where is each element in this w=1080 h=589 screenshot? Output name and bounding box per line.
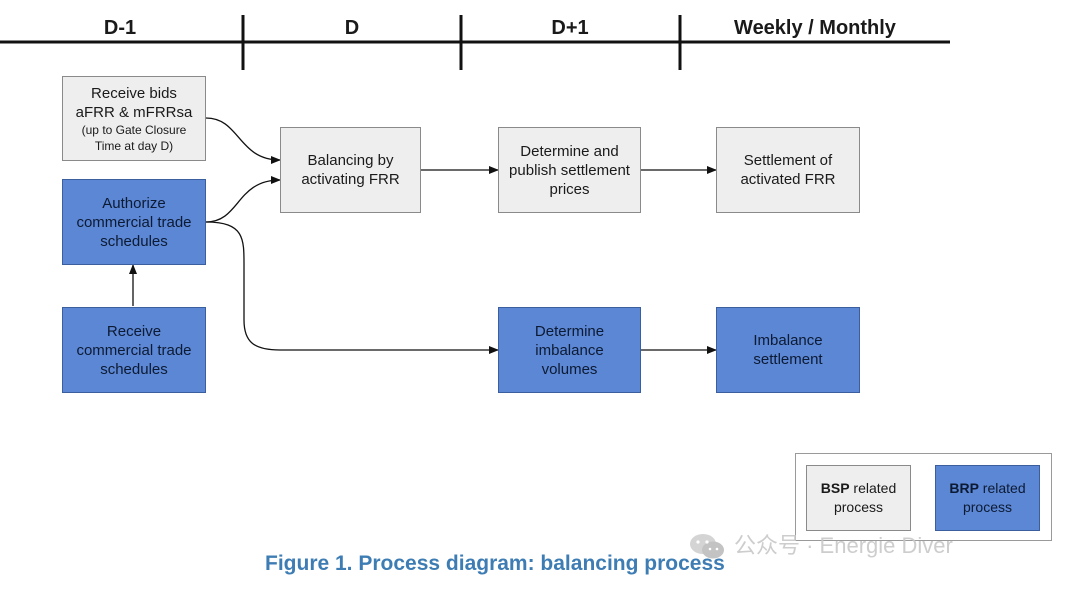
box-settlement-activated-frr: Settlement of activated FRR [716,127,860,213]
box-settlement-frr-line2: activated FRR [740,171,836,188]
box-authorize-line3: schedules [100,232,168,250]
box-receive-bids-note1: (up to Gate Closure [81,122,187,137]
box-imbalance-settlement-line2: settlement [753,351,823,368]
connector-bids-to-balancing [205,117,281,164]
phase-label-d-plus-1: D+1 [551,17,589,39]
box-imbalance-volumes-line3: volumes [541,360,598,378]
phase-label-d: D [344,17,360,39]
box-receive-trade-schedules: Receive commercial trade schedules [62,307,206,393]
wechat-icon [690,534,724,559]
box-determine-imbalance-volumes: Determine imbalance volumes [498,307,641,393]
legend-brp: BRP related process [935,465,1040,531]
box-imbalance-settlement: Imbalance settlement [716,307,860,393]
box-imbalance-volumes-line1: Determine [534,322,605,340]
legend-brp-bold: BRP [949,480,979,496]
box-receive-bids-note2: Time at day D) [94,138,174,153]
box-prices-line3: prices [549,180,590,198]
legend-bsp: BSP related process [806,465,911,531]
box-receive-bids-line1: Receive bids [91,84,177,102]
box-prices-line1: Determine and [520,142,619,160]
box-settlement-frr-line1: Settlement of [743,152,833,169]
box-receive-schedules-line3: schedules [100,360,168,378]
box-authorize-trade-schedules: Authorize commercial trade schedules [62,179,206,265]
box-balancing-line1: Balancing by [307,152,394,169]
box-balancing-activating-frr: Balancing by activating FRR [280,127,421,213]
box-balancing-line2: activating FRR [301,171,400,188]
box-receive-schedules-line2: commercial trade [76,341,192,359]
box-imbalance-settlement-line1: Imbalance [753,332,823,349]
box-authorize-line2: commercial trade [76,213,192,231]
connector-authorize-to-imbalance [205,221,499,354]
legend-bsp-bold: BSP [820,480,850,496]
box-imbalance-volumes-line2: imbalance [535,341,604,359]
phase-label-weekly-monthly: Weekly / Monthly [734,17,896,39]
box-authorize-line1: Authorize [102,194,166,212]
watermark-text: 公众号 · Energie Diver [734,533,953,558]
legend-bsp-line2: process [833,499,884,515]
box-prices-line2: publish settlement [509,161,630,179]
box-receive-bids-line2: aFRR & mFRRsa [75,103,193,121]
legend-bsp-rest: related [849,480,897,496]
figure-caption: Figure 1. Process diagram: balancing pro… [265,552,725,575]
box-receive-schedules-line1: Receive [106,322,162,340]
connector-authorize-to-balancing [205,176,281,223]
watermark: 公众号 · Energie Diver [688,530,1058,562]
box-receive-bids: Receive bids aFRR & mFRRsa (up to Gate C… [62,76,206,161]
box-determine-settlement-prices: Determine and publish settlement prices [498,127,641,213]
legend-brp-rest: related [978,480,1026,496]
legend-brp-line2: process [962,499,1012,515]
phase-label-d-minus-1: D-1 [103,17,137,39]
